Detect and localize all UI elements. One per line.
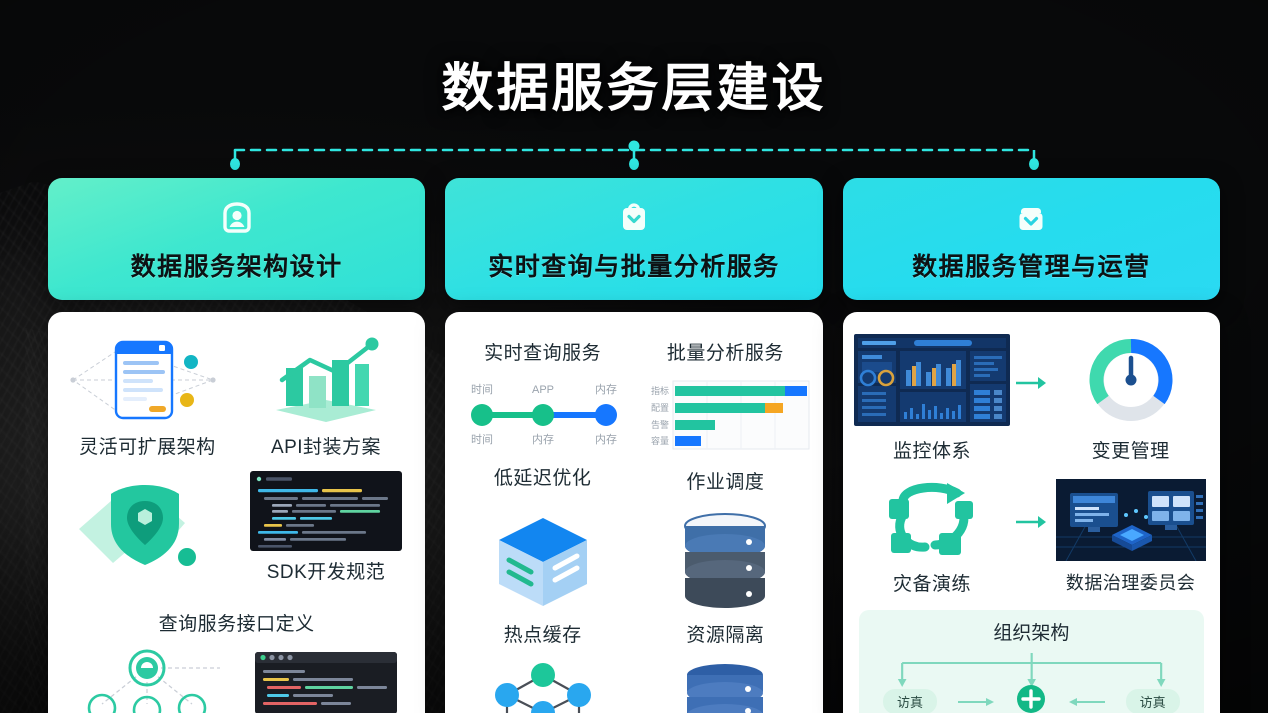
header-card-label: 实时查询与批量分析服务 [488, 253, 780, 281]
content-panel-row: 灵活可扩展架构 API封装方案 [48, 312, 1220, 713]
node-tree-icon [473, 661, 613, 713]
item-api-packaging[interactable]: API封装方案 [237, 334, 416, 459]
bar-chart-growth-icon [256, 334, 396, 426]
item-job-scheduling[interactable]: 指标 配置 告警 容量 作业调度 [634, 379, 817, 494]
item-flexible-architecture[interactable]: 灵活可扩展架构 [58, 334, 237, 459]
plus-node-icon[interactable] [1016, 684, 1046, 713]
org-node-right[interactable]: 访真 [1125, 689, 1180, 713]
item-label: SDK开发规范 [266, 562, 386, 583]
user-avatar-icon [215, 195, 259, 241]
disaster-recovery-cycle-icon [877, 479, 987, 561]
page-title: 数据服务层建设 [441, 60, 827, 118]
shield-location-icon [67, 471, 227, 589]
header-card-label: 数据服务管理与运营 [912, 253, 1151, 281]
section-batch-analysis: 批量分析服务 [634, 338, 817, 365]
item-data-governance-committee[interactable]: 数据治理委员会 [1051, 479, 1210, 595]
item-hot-cache[interactable]: 热点缓存 [451, 510, 634, 647]
panel-query-and-batch: 实时查询服务 批量分析服务 时间 APP 内存 [445, 312, 823, 713]
svg-text:配置: 配置 [651, 403, 669, 413]
header-card-row: 数据服务架构设计 实时查询与批量分析服务 数据服务管理与运营 [48, 178, 1220, 300]
inbox-check-icon [1009, 195, 1053, 241]
footer-database-blue[interactable] [634, 661, 817, 713]
org-node-left[interactable]: 访真 [882, 689, 937, 713]
footer-node-tree[interactable] [451, 661, 634, 713]
arrow-right-icon [1011, 479, 1051, 531]
svg-text:内存: 内存 [595, 382, 617, 396]
arrow-right-icon [1011, 334, 1051, 392]
timeline-steps-icon: 时间 APP 内存 时间 内存 内存 [460, 379, 626, 451]
footer-node-graph[interactable] [58, 648, 237, 713]
item-label: 变更管理 [1091, 441, 1170, 462]
item-resource-isolation[interactable]: 资源隔离 [634, 510, 817, 647]
item-low-latency[interactable]: 时间 APP 内存 时间 内存 内存 低延迟优化 [451, 379, 634, 494]
item-label: 低延迟优化 [493, 468, 592, 489]
database-stack-icon [678, 510, 772, 614]
header-card-query-analysis[interactable]: 实时查询与批量分析服务 [445, 178, 823, 300]
svg-text:内存: 内存 [595, 432, 617, 446]
header-card-architecture[interactable]: 数据服务架构设计 [48, 178, 426, 300]
item-label: API封装方案 [270, 437, 382, 458]
section-realtime-query: 实时查询服务 [451, 338, 634, 365]
item-monitoring-system[interactable]: 监控体系 [853, 334, 1012, 463]
item-shield-location[interactable] [58, 471, 237, 595]
panel-architecture-design: 灵活可扩展架构 API封装方案 [48, 312, 426, 713]
svg-text:APP: APP [532, 384, 554, 396]
svg-text:容量: 容量 [651, 435, 669, 446]
header-card-management[interactable]: 数据服务管理与运营 [842, 178, 1220, 300]
org-connector-left-icon [957, 697, 994, 706]
item-label: 资源隔离 [686, 625, 765, 646]
item-label: 作业调度 [686, 472, 765, 493]
header-card-label: 数据服务架构设计 [130, 253, 343, 281]
svg-text:指标: 指标 [651, 385, 669, 396]
node-graph-icon [72, 648, 222, 713]
item-change-management[interactable]: 变更管理 [1051, 334, 1210, 463]
section-title: 实时查询服务 [484, 343, 602, 364]
org-connector-right-icon [1068, 697, 1105, 706]
item-label: 灵活可扩展架构 [79, 437, 216, 458]
item-disaster-recovery[interactable]: 灾备演练 [853, 479, 1012, 596]
svg-text:时间: 时间 [471, 383, 493, 396]
horizontal-bar-chart-icon: 指标 配置 告警 容量 [639, 379, 811, 455]
svg-text:告警: 告警 [651, 419, 669, 430]
code-window-icon [251, 648, 401, 713]
dashboard-monitor-icon [853, 334, 1010, 426]
org-chart-panel: 组织架构 访真 [858, 610, 1204, 713]
item-sdk-spec[interactable]: SDK开发规范 [237, 471, 416, 595]
item-label: 灾备演练 [892, 574, 971, 595]
section-title-query-interface: 查询服务接口定义 [158, 614, 315, 635]
org-chart-title: 组织架构 [993, 623, 1070, 644]
gauge-icon [1081, 334, 1181, 426]
connector-lines [0, 136, 1268, 180]
svg-text:内存: 内存 [532, 432, 554, 446]
cube-cache-icon [491, 510, 595, 614]
item-label: 数据治理委员会 [1065, 573, 1196, 593]
section-title: 批量分析服务 [666, 343, 784, 364]
item-label: 热点缓存 [503, 625, 582, 646]
code-terminal-icon [250, 471, 402, 551]
item-label: 监控体系 [892, 441, 971, 462]
footer-code-window[interactable] [237, 648, 416, 713]
document-network-icon [63, 334, 231, 426]
clipboard-check-icon [612, 195, 656, 241]
database-blue-icon [680, 661, 770, 713]
data-governance-illustration-icon [1055, 479, 1206, 561]
panel-service-management: 监控体系 变更管理 [842, 312, 1220, 713]
svg-text:时间: 时间 [471, 433, 493, 446]
